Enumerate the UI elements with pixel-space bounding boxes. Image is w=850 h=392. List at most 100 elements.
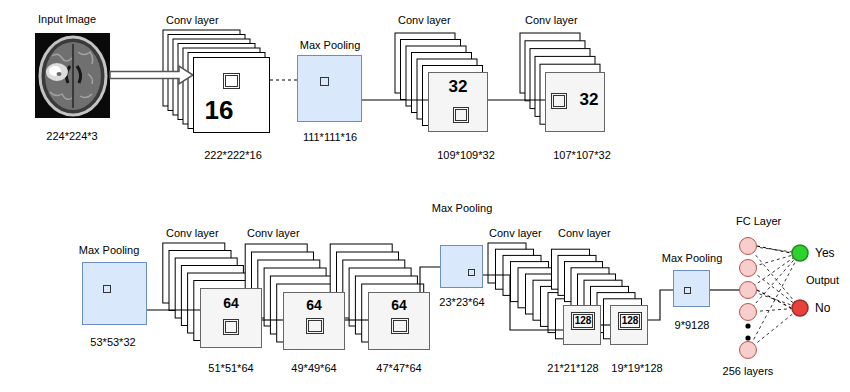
kernel-square bbox=[320, 77, 329, 86]
ventricles bbox=[66, 66, 80, 83]
filter-count: 64 bbox=[223, 295, 239, 312]
layer-caption: Input Image bbox=[38, 13, 96, 26]
neuron-column bbox=[739, 237, 757, 359]
layer-caption: Max Pooling bbox=[79, 244, 140, 257]
kernel-square bbox=[391, 318, 409, 334]
scan-ground bbox=[35, 33, 110, 118]
connector-line bbox=[483, 275, 563, 330]
neuron bbox=[740, 238, 757, 255]
kernel-square bbox=[551, 93, 567, 109]
conv-layer: Conv layer12821*21*128 bbox=[563, 305, 601, 345]
connector-line bbox=[757, 246, 791, 253]
conv-layer: 6447*47*64 bbox=[368, 292, 430, 350]
filter-count: 64 bbox=[306, 297, 322, 314]
conv-layer: Conv layer6451*51*64 bbox=[200, 288, 262, 348]
node-label: No bbox=[815, 301, 830, 315]
layer-caption: Max Pooling bbox=[300, 39, 361, 52]
conv-layer: Conv layer32107*107*32 bbox=[545, 72, 605, 132]
layer-caption: Conv layer bbox=[398, 14, 451, 27]
conv-layer: Conv layer12819*19*128 bbox=[610, 305, 648, 345]
filter-count: 16 bbox=[205, 95, 234, 126]
connector-line bbox=[345, 319, 368, 320]
connector-line bbox=[420, 267, 440, 292]
layer-caption: 109*109*32 bbox=[437, 149, 495, 162]
filter-count: 32 bbox=[580, 90, 599, 110]
brain-tissue bbox=[45, 42, 101, 110]
output-label: Output bbox=[806, 274, 839, 287]
connector-line bbox=[147, 309, 200, 310]
neuron bbox=[740, 260, 757, 277]
dense-wire bbox=[748, 253, 800, 312]
mri-scan bbox=[35, 33, 110, 118]
layer-caption: 47*47*64 bbox=[376, 362, 421, 375]
layer-caption: Conv layer bbox=[525, 14, 578, 27]
layer-caption: 111*111*16 bbox=[303, 131, 357, 144]
layer-caption: Conv layer bbox=[166, 227, 219, 240]
layer-caption: 19*19*128 bbox=[611, 362, 662, 375]
connector-line bbox=[262, 319, 283, 320]
ellipsis-dot bbox=[745, 335, 750, 340]
max-pooling-box: Max Pooling53*53*32 bbox=[82, 262, 147, 325]
filter-count: 128 bbox=[575, 315, 592, 327]
kernel-square bbox=[306, 318, 324, 334]
block-arrow bbox=[110, 66, 193, 84]
max-pooling-box: Max Pooling23*23*64 bbox=[440, 245, 483, 288]
kernel-square bbox=[684, 287, 691, 294]
tumor-rim bbox=[46, 63, 68, 81]
neuron bbox=[740, 342, 757, 359]
output-circle-shape bbox=[791, 299, 809, 317]
tumor-spot bbox=[57, 72, 62, 76]
layer-caption: 9*9128 bbox=[675, 319, 710, 332]
ellipsis-dot bbox=[745, 323, 750, 328]
conv-layer: Conv layer32109*109*32 bbox=[428, 72, 488, 132]
conv-layer: Conv layer16222*222*16 bbox=[193, 57, 270, 133]
connector-line bbox=[270, 79, 297, 80]
layer-caption: 224*224*3 bbox=[46, 130, 97, 143]
kernel-square bbox=[468, 269, 475, 276]
connector-line bbox=[362, 99, 428, 100]
output-circle bbox=[792, 245, 808, 261]
brain-folds bbox=[50, 52, 93, 99]
output-no: No bbox=[791, 299, 809, 317]
filter-count: 128 bbox=[622, 315, 639, 327]
kernel-square bbox=[223, 319, 239, 335]
neuron bbox=[740, 304, 757, 321]
filter-count: 32 bbox=[449, 77, 468, 97]
neuron bbox=[740, 282, 757, 299]
layer-caption: 23*23*64 bbox=[439, 296, 484, 309]
layer-caption: 49*49*64 bbox=[291, 362, 336, 375]
connector-line bbox=[710, 289, 739, 290]
skull bbox=[40, 37, 106, 115]
connector-line bbox=[488, 99, 545, 100]
fc-layer: FC Layer256 layers bbox=[739, 237, 757, 359]
midline bbox=[72, 44, 74, 108]
layer-caption: Max Pooling bbox=[662, 252, 723, 265]
node-label: Yes bbox=[815, 246, 835, 260]
layer-caption: Conv layer bbox=[247, 227, 300, 240]
kernel-square bbox=[223, 73, 240, 89]
layer-caption: 53*53*32 bbox=[90, 336, 135, 349]
filter-count: 64 bbox=[391, 297, 407, 314]
layer-caption: 222*222*16 bbox=[204, 149, 262, 162]
max-pooling-box: Max Pooling111*111*16 bbox=[297, 55, 362, 122]
layer-caption: 256 layers bbox=[723, 365, 774, 378]
layer-caption: Max Pooling bbox=[432, 202, 493, 215]
layer-caption: Conv layer bbox=[558, 227, 611, 240]
max-pooling-box: Max Pooling9*9128 bbox=[673, 270, 710, 307]
connector-line bbox=[601, 324, 610, 325]
input-image: Input Image224*224*3 bbox=[35, 33, 110, 118]
output-circle-shape bbox=[791, 244, 809, 262]
layer-caption: FC Layer bbox=[736, 215, 781, 228]
output-yes: Yes bbox=[791, 244, 809, 262]
kernel-square bbox=[103, 285, 111, 293]
dense-wires bbox=[748, 246, 800, 350]
tumor-core bbox=[49, 66, 61, 76]
layer-caption: 107*107*32 bbox=[553, 149, 611, 162]
kernel-square bbox=[453, 107, 469, 123]
layer-caption: Conv layer bbox=[489, 227, 542, 240]
layer-caption: 51*51*64 bbox=[208, 362, 253, 375]
connector-line bbox=[648, 290, 673, 320]
connector-line bbox=[757, 290, 791, 308]
